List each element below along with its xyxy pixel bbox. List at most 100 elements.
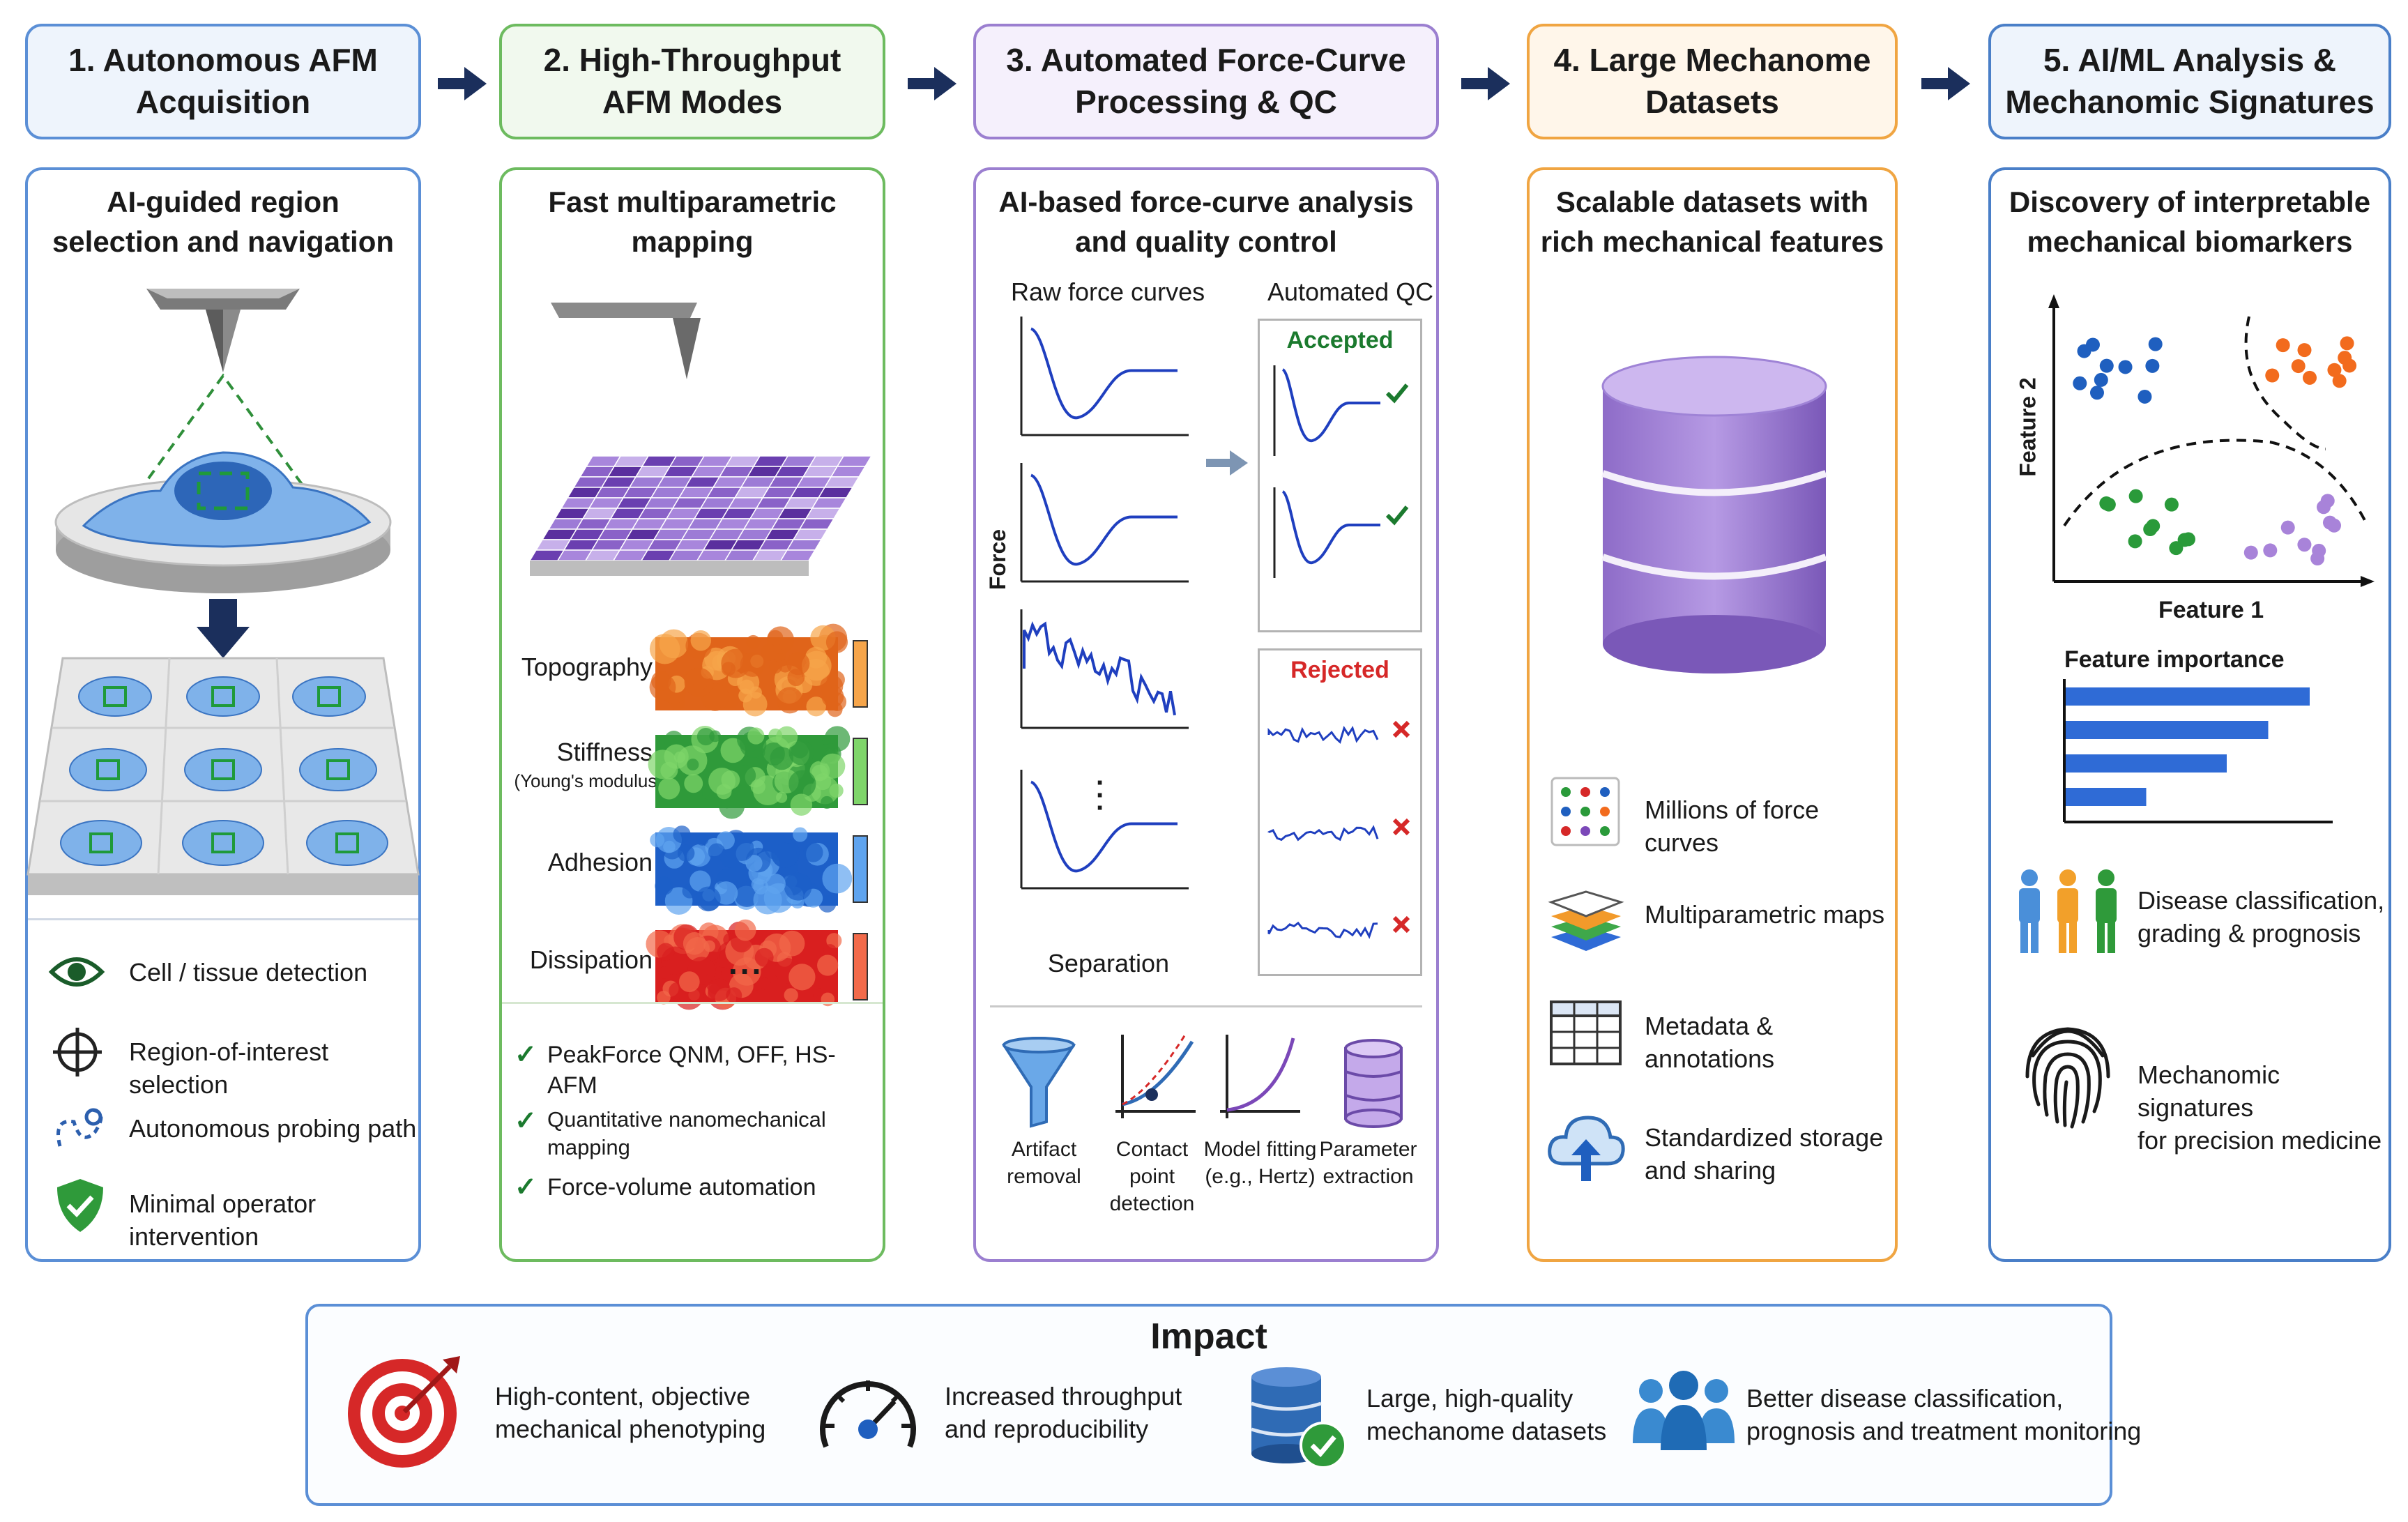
texture-blob	[696, 727, 715, 746]
accepted-box	[1258, 319, 1422, 632]
step-header-1: 1. Autonomous AFM Acquisition	[25, 24, 421, 139]
panel-title: Discovery of interpretable mechanical bi…	[2009, 185, 2371, 258]
afm-tip-over-cell-illustration	[54, 289, 392, 658]
scatter-point	[2265, 368, 2280, 383]
map-pixel	[805, 508, 841, 519]
force-axis-label: Force	[985, 528, 1011, 591]
flow-arrow-icon	[1921, 67, 1970, 100]
texture-blob	[655, 876, 673, 895]
target-icon	[348, 1356, 460, 1468]
texture-blob	[649, 634, 680, 664]
scatter-point	[2297, 538, 2312, 552]
texture-blob	[739, 679, 754, 694]
reject-x-icon	[1392, 720, 1410, 738]
texture-blob	[719, 793, 745, 819]
texture-blob	[677, 844, 695, 862]
qc-label: Automated QC	[1267, 277, 1434, 306]
parameter-map	[646, 919, 868, 1010]
texture-blob	[690, 630, 712, 651]
divider	[502, 1002, 883, 1004]
map-pixel	[779, 549, 816, 561]
check-label: Quantitative nanomechanical mapping	[547, 1107, 826, 1160]
texture-blob	[811, 764, 828, 782]
texture-blob	[708, 768, 736, 795]
map-base	[530, 561, 809, 576]
scatter-point	[2280, 520, 2295, 535]
scatter-point	[2276, 338, 2290, 353]
panel-title: Fast multiparametric mapping	[548, 185, 837, 258]
texture-blob	[689, 870, 711, 892]
multiparametric-map-grid-illustration	[528, 303, 873, 576]
panel-ai-ml-analysis: Discovery of interpretable mechanical bi…	[1988, 167, 2391, 1262]
impact-label: Better disease classification, prognosis…	[1746, 1384, 2142, 1445]
check-label: PeakForce QNM, OFF, HS-AFM	[547, 1042, 836, 1099]
table-icon	[1550, 1000, 1622, 1065]
step-title-4: 4. Large Mechanome Datasets	[1553, 42, 1871, 120]
processing-step-label: Model fitting (e.g., Hertz)	[1203, 1138, 1317, 1188]
scatter-point	[2322, 515, 2337, 530]
accept-check-icon	[1385, 505, 1409, 526]
panel-mechanome-datasets: Scalable datasets with rich mechanical f…	[1527, 167, 1898, 1262]
impact-label: High-content, objective mechanical pheno…	[495, 1382, 766, 1443]
scatter-point	[2312, 543, 2326, 558]
texture-blob	[754, 948, 774, 967]
impact-label: Increased throughput and reproducibility	[945, 1382, 1182, 1443]
outcome-label: Disease classification, grading & progno…	[2138, 886, 2385, 948]
feature-label: Region-of-interest selection	[129, 1037, 329, 1099]
shield-check-icon	[57, 1179, 103, 1232]
check-icon: ✓	[515, 1106, 537, 1136]
accept-check-icon	[1385, 383, 1409, 404]
map-pixel	[786, 539, 823, 551]
dataset-feature-label: Standardized storage and sharing	[1645, 1123, 1884, 1185]
well-plate-illustration	[26, 657, 420, 895]
accepted-curve	[1273, 365, 1409, 456]
scatter-point	[2148, 337, 2163, 351]
texture-blob	[696, 832, 709, 846]
texture-blob	[776, 791, 788, 803]
layers-icon	[1548, 890, 1624, 951]
afm-tip	[673, 318, 701, 379]
scatter-point	[2128, 534, 2142, 549]
texture-blob	[657, 943, 675, 961]
panel-title: Scalable datasets with rich mechanical f…	[1540, 185, 1884, 258]
scatter-point	[2099, 496, 2114, 510]
texture-blob	[793, 827, 808, 842]
texture-blob	[658, 777, 680, 800]
texture-blob	[821, 685, 844, 708]
map-pixel	[830, 466, 867, 478]
map-sublabel: (Young's modulus)	[514, 770, 663, 791]
texture-blob	[729, 836, 754, 861]
scatter-point	[2128, 489, 2143, 503]
dot-grid-icon	[1550, 777, 1620, 846]
crosshair-icon	[53, 1028, 102, 1076]
texture-blob	[664, 744, 689, 769]
step-title-1: 1. Autonomous AFM Acquisition	[68, 42, 378, 120]
texture-blob	[788, 964, 816, 991]
dataset-feature-label: Millions of force curves	[1645, 796, 1820, 857]
color-scale-bar	[853, 835, 868, 903]
texture-blob	[776, 726, 798, 748]
parameter-map	[650, 825, 868, 915]
texture-blob	[732, 957, 761, 986]
check-icon: ✓	[515, 1173, 537, 1202]
people-group-icon	[2019, 869, 2117, 953]
scatter-point	[2089, 386, 2104, 400]
feature-label: Cell / tissue detection	[129, 958, 368, 987]
flow-arrow-icon	[908, 67, 957, 100]
texture-blob	[784, 872, 812, 901]
divider	[990, 1005, 1422, 1007]
impact-title: Impact	[1150, 1316, 1267, 1357]
scatter-point	[2243, 545, 2258, 560]
map-pixel	[836, 455, 873, 467]
texture-blob	[684, 667, 714, 697]
texture-blob	[663, 840, 676, 853]
contact-point-icon	[1115, 1034, 1196, 1118]
map-pixel	[817, 487, 854, 499]
people-icon	[1633, 1371, 1735, 1450]
color-scale-bar	[853, 738, 868, 805]
map-label: Stiffness	[556, 738, 653, 766]
scatter-point	[2332, 374, 2347, 388]
texture-blob	[820, 796, 834, 809]
texture-blob	[770, 746, 794, 770]
vertical-ellipsis: ···	[1096, 768, 1106, 823]
